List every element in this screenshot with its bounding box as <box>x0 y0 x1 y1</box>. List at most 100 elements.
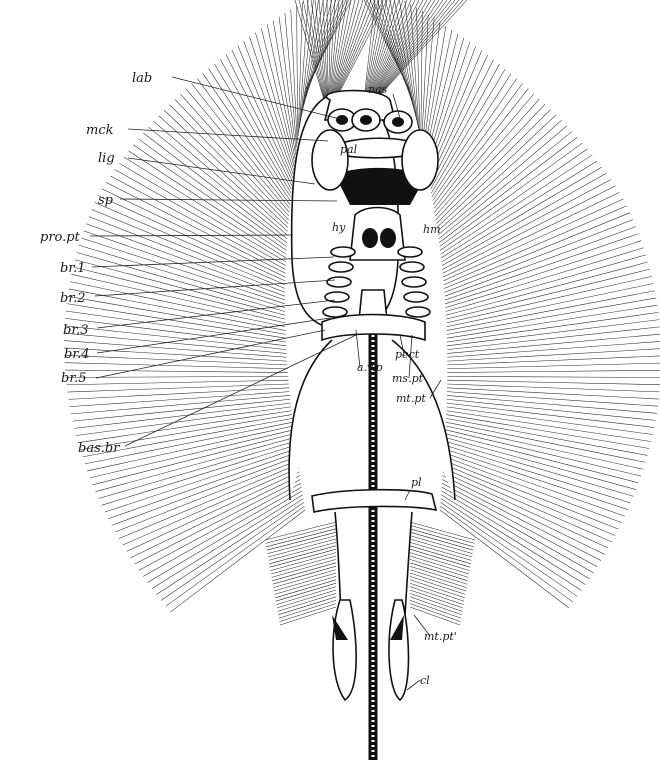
pelvic-ray <box>410 522 475 540</box>
fin-ray <box>447 388 659 399</box>
pelvic-ray <box>410 593 462 611</box>
fin-ray <box>443 186 616 273</box>
fin-ray <box>447 370 660 372</box>
fin-ray <box>238 45 293 177</box>
branchial-arch <box>404 292 428 302</box>
fin-ray <box>70 392 290 407</box>
fin-ray <box>444 453 625 516</box>
branchial-arch <box>327 277 351 287</box>
fin-ray <box>75 260 285 316</box>
fin-ray <box>446 255 646 312</box>
pelvic-ray <box>410 546 471 564</box>
label-mt-pt: mt.pt <box>396 392 426 405</box>
fin-ray <box>446 430 641 476</box>
fin-ray <box>443 468 612 542</box>
fin-ray <box>441 499 581 591</box>
fin-ray <box>161 502 304 600</box>
pelvic-ray <box>280 607 336 625</box>
label-mt-pt-pelvic: mt.pt' <box>424 630 457 643</box>
fin-ray <box>445 437 636 489</box>
fin-ray <box>73 399 291 421</box>
pelvic-ray <box>410 607 460 625</box>
fin-ray <box>446 276 651 323</box>
fin-ray <box>99 441 296 498</box>
fin-ray <box>447 384 659 392</box>
fin-ray <box>143 487 301 576</box>
fin-ray <box>127 472 300 552</box>
label-br3: br.3 <box>63 323 89 338</box>
fin-ray <box>431 69 505 193</box>
pelvic-ray <box>268 539 336 557</box>
pelvic-ray <box>270 549 336 567</box>
fin-ray <box>447 312 658 342</box>
label-br1: br.1 <box>60 261 86 276</box>
fin-ray <box>440 510 569 608</box>
pelvic-ray <box>410 583 464 601</box>
branchial-arch <box>406 307 430 317</box>
fin-ray <box>430 60 494 186</box>
fin-ray <box>70 282 285 327</box>
fin-ray <box>112 457 297 526</box>
fin-ray <box>438 126 567 235</box>
fin-ray <box>169 105 288 224</box>
fin-ray <box>106 182 285 273</box>
pelvic-ray <box>276 587 336 605</box>
fin-ray <box>443 472 608 548</box>
fin-ray <box>442 180 611 270</box>
pelvic-ray <box>410 573 466 591</box>
fin-ray <box>440 149 587 250</box>
fin-ray <box>447 356 660 365</box>
fin-ray <box>446 415 649 449</box>
fin-ray <box>67 384 288 392</box>
fin-ray <box>445 241 641 304</box>
fin-ray <box>297 6 298 140</box>
fin-ray <box>332 0 359 100</box>
fin-ray <box>447 284 654 327</box>
fin-ray <box>437 115 556 228</box>
fin-ray <box>444 213 630 289</box>
skull <box>312 91 438 260</box>
fin-ray <box>447 395 657 413</box>
pelvic-ray <box>410 587 464 605</box>
pelvic-ray <box>410 563 468 581</box>
fin-ray <box>123 468 299 545</box>
fin-ray <box>110 176 285 270</box>
fin-ray <box>447 399 656 420</box>
label-pect: pect <box>395 348 420 361</box>
pelvic-ray <box>267 536 336 554</box>
fin-ray <box>93 434 295 485</box>
fin-ray <box>148 127 287 239</box>
pelvic-ray <box>410 542 471 560</box>
fin-ray <box>102 189 286 277</box>
fin-ray <box>441 161 597 258</box>
fin-ray <box>129 151 287 254</box>
label-sp: sp <box>98 193 114 208</box>
label-pro-pt: pro.pt <box>40 230 81 245</box>
label-ms-pt: ms.pt <box>392 372 424 385</box>
fin-ray <box>331 0 348 100</box>
pelvic-ray <box>271 556 336 574</box>
fin-ray <box>447 327 660 350</box>
pelvic-ray <box>273 570 336 588</box>
fin-ray <box>436 109 550 223</box>
fin-ray <box>442 487 594 573</box>
label-pl: pl <box>411 476 422 489</box>
pelvic-ray <box>410 559 468 577</box>
fin-ray <box>244 41 294 174</box>
branchial-arch <box>331 247 355 257</box>
pelvic-ray <box>410 600 461 618</box>
fin-ray <box>447 407 653 435</box>
fin-ray <box>446 422 645 462</box>
pelvic-ray <box>410 576 465 594</box>
fin-ray <box>186 89 289 213</box>
label-br5: br.5 <box>61 371 87 386</box>
fin-ray <box>105 449 296 512</box>
label-a-v-p: a.v.p <box>357 361 383 374</box>
pelvic-ray <box>276 583 336 601</box>
pelvic-ray <box>410 597 462 615</box>
fin-ray <box>291 9 297 143</box>
fin-ray <box>171 510 305 612</box>
fin-ray <box>333 0 367 100</box>
fin-ray <box>153 121 287 235</box>
